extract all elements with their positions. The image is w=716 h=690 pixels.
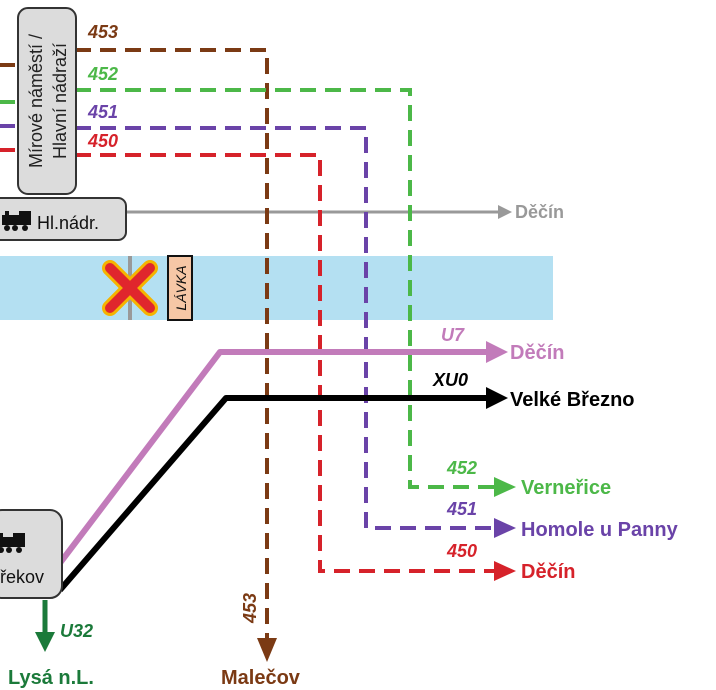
u7-label: U7 <box>441 325 465 345</box>
xu0-arrow <box>486 387 508 409</box>
train-icon <box>0 533 25 553</box>
route-451-arrow <box>494 518 516 538</box>
route-451-line <box>0 124 495 530</box>
lower-station-box <box>0 509 63 599</box>
main-station-box <box>0 197 127 241</box>
route-450-line <box>0 148 495 573</box>
u7-line <box>57 349 488 565</box>
route-450-label-end: 450 <box>446 541 477 561</box>
u32-destination: Lysá n.L. <box>8 667 94 689</box>
route-451-label-end: 451 <box>446 499 477 519</box>
lavka-label: LÁVKA <box>173 265 189 310</box>
route-452-label-end: 452 <box>446 458 477 478</box>
u7-arrow <box>486 341 508 363</box>
route-450-arrow <box>494 561 516 581</box>
route-451-label-top: 451 <box>87 102 118 122</box>
u32-arrow <box>35 632 55 652</box>
r452-destination: Verneřice <box>521 477 611 499</box>
xu0-line <box>57 395 488 592</box>
route-453-arrow <box>257 638 277 662</box>
route-453-line <box>0 48 269 640</box>
r453-destination: Malečov <box>221 667 301 689</box>
r450-destination: Děčín <box>521 561 575 583</box>
route-452-line <box>0 88 495 489</box>
xu0-label: XU0 <box>432 370 468 390</box>
lavka-box <box>167 255 193 321</box>
route-452-arrow <box>494 477 516 497</box>
bus-stop-line2: Hlavní nádraží <box>50 43 70 159</box>
bus-stop-box <box>17 7 77 195</box>
bus-stop-line1: Mírové náměstí / <box>26 34 46 168</box>
xu0-destination: Velké Březno <box>510 389 635 411</box>
train-icon <box>2 211 31 231</box>
river <box>0 256 553 320</box>
lower-station-label: řekov <box>0 567 44 587</box>
main-station-label: Hl.nádr. <box>37 213 99 233</box>
route-453-label-top: 453 <box>87 22 118 42</box>
route-450-label-top: 450 <box>87 131 118 151</box>
r451-destination: Homole u Panny <box>521 519 679 541</box>
closed-x-icon <box>102 260 158 316</box>
u7-decin-destination: Děčín <box>510 342 564 364</box>
route-452-label-top: 452 <box>87 64 118 84</box>
u32-label: U32 <box>60 621 93 641</box>
route-453-label-vertical: 453 <box>240 593 260 624</box>
rail-arrow <box>498 205 512 219</box>
rail-decin-destination: Děčín <box>515 202 564 222</box>
